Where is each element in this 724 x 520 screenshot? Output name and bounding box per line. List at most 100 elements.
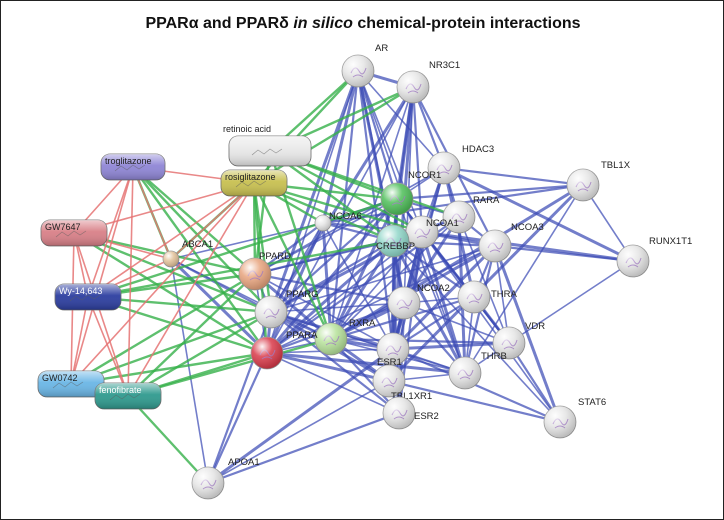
protein-node-rara[interactable]: RARA: [442, 195, 500, 234]
sphere-gloss: [377, 225, 409, 257]
protein-node-ppara[interactable]: PPARA: [250, 330, 318, 370]
protein-node-ncor1[interactable]: NCOR1: [380, 170, 441, 216]
sphere-gloss: [251, 337, 283, 369]
protein-node-stat6[interactable]: STAT6: [543, 397, 606, 439]
protein-node-tbl1x[interactable]: TBL1X: [566, 160, 631, 202]
protein-edge: [207, 411, 400, 485]
protein-node-tbl1xr1[interactable]: TBL1XR1: [372, 364, 432, 402]
sphere-gloss: [479, 230, 511, 262]
protein-node-ncoa2[interactable]: NCOA2: [387, 283, 450, 320]
protein-node-nr3c1[interactable]: NR3C1: [396, 60, 460, 104]
protein-node-ar[interactable]: AR: [341, 43, 388, 88]
title-part-2: chemical-protein interactions: [352, 15, 581, 32]
sphere-gloss: [255, 296, 287, 328]
protein-label: APOA1: [228, 457, 260, 468]
sphere-gloss: [443, 201, 475, 233]
chemical-label: fenofibrate: [99, 385, 142, 395]
sphere-gloss: [381, 183, 413, 215]
protein-edge: [266, 239, 394, 355]
chemical-chemical-edge: [70, 182, 255, 385]
protein-edge: [329, 240, 395, 340]
protein-node-runx1t1[interactable]: RUNX1T1: [616, 236, 692, 278]
protein-edge: [254, 240, 394, 275]
pill-gloss: [55, 284, 121, 310]
protein-label: NCOR1: [408, 170, 441, 181]
sphere-gloss: [163, 251, 179, 267]
protein-edge: [266, 352, 400, 414]
chemical-chemical-edge: [87, 296, 129, 397]
protein-node-ppard[interactable]: PPARD: [238, 251, 291, 291]
sphere-gloss: [239, 258, 271, 290]
protein-node-crebbp[interactable]: CREBBP: [376, 224, 415, 258]
protein-edge: [330, 337, 510, 345]
protein-edge: [270, 302, 405, 313]
protein-node-apoa1[interactable]: APOA1: [191, 457, 260, 500]
chemical-label: retinoic acid: [223, 124, 271, 134]
protein-edge: [420, 231, 467, 374]
chemical-node-fenofibrate[interactable]: fenofibrate: [94, 382, 162, 410]
pill-gloss: [41, 220, 107, 246]
protein-label: RXRA: [349, 318, 376, 329]
protein-label: ESR1: [377, 357, 402, 368]
protein-label: PPARG: [286, 289, 319, 300]
protein-node-ncoa3[interactable]: NCOA3: [478, 222, 544, 263]
protein-node-esr1[interactable]: ESR1: [376, 332, 410, 368]
protein-node-pparg[interactable]: PPARG: [254, 289, 319, 329]
protein-edge: [170, 258, 332, 340]
protein-label: TBL1XR1: [391, 391, 432, 402]
sphere-gloss: [567, 169, 599, 201]
chemical-node-wy-14643[interactable]: Wy-14,643: [54, 283, 122, 311]
chemical-node-troglitazone[interactable]: troglitazone: [100, 153, 166, 181]
protein-label: THRA: [491, 289, 518, 300]
sphere-gloss: [315, 323, 347, 355]
protein-edge: [508, 260, 634, 344]
protein-node-thra[interactable]: THRA: [457, 280, 518, 314]
protein-edge: [391, 240, 467, 374]
chemical-chemical-edge: [87, 166, 134, 298]
figure-title: PPARα and PPARδ in silico chemical-prote…: [1, 15, 724, 33]
protein-label: ESR2: [414, 411, 439, 422]
protein-edge: [270, 240, 394, 313]
sphere-gloss: [373, 365, 405, 397]
protein-label: RUNX1T1: [649, 236, 692, 247]
chemical-chemical-edge: [70, 166, 134, 385]
chemical-protein-edge: [127, 273, 256, 397]
protein-node-abca1[interactable]: ABCA1: [162, 239, 213, 268]
protein-edge: [421, 230, 634, 263]
sphere-gloss: [397, 71, 429, 103]
protein-edge: [356, 70, 399, 200]
protein-node-vdr[interactable]: VDR: [492, 321, 545, 360]
protein-edge: [443, 166, 584, 187]
protein-label: NCOA6: [329, 211, 362, 222]
protein-label: AR: [375, 43, 388, 54]
sphere-gloss: [377, 333, 409, 365]
protein-node-thrb[interactable]: THRB: [448, 351, 507, 390]
chemical-node-rosiglitazone[interactable]: rosiglitazone: [220, 169, 288, 197]
chemical-label: rosiglitazone: [225, 172, 276, 182]
sphere-gloss: [449, 357, 481, 389]
protein-node-ncoa1[interactable]: NCOA1: [405, 215, 459, 249]
sphere-gloss: [406, 216, 438, 248]
chemical-protein-edge: [127, 337, 332, 398]
protein-node-ncoa6[interactable]: NCOA6: [314, 211, 362, 232]
protein-label: STAT6: [578, 397, 606, 408]
chemical-label: GW0742: [42, 373, 78, 383]
protein-label: TBL1X: [601, 160, 631, 171]
chemical-protein-edge: [87, 197, 398, 299]
protein-edge: [392, 347, 561, 424]
chemical-node-gw7647[interactable]: GW7647: [40, 219, 108, 247]
protein-label: CREBBP: [376, 241, 415, 252]
chemical-node-gw0742[interactable]: GW0742: [37, 370, 105, 398]
protein-edge: [266, 351, 466, 375]
sphere-gloss: [493, 327, 525, 359]
protein-node-esr2[interactable]: ESR2: [382, 396, 439, 430]
sphere-gloss: [383, 397, 415, 429]
protein-label: HDAC3: [462, 144, 494, 155]
chemical-node-retinoic_acid[interactable]: retinoic acid: [223, 124, 312, 167]
protein-node-hdac3[interactable]: HDAC3: [427, 144, 494, 185]
chemical-protein-edge: [253, 85, 414, 185]
protein-edge: [396, 183, 584, 201]
protein-node-rxra[interactable]: RXRA: [314, 318, 376, 356]
protein-edge: [392, 240, 561, 423]
